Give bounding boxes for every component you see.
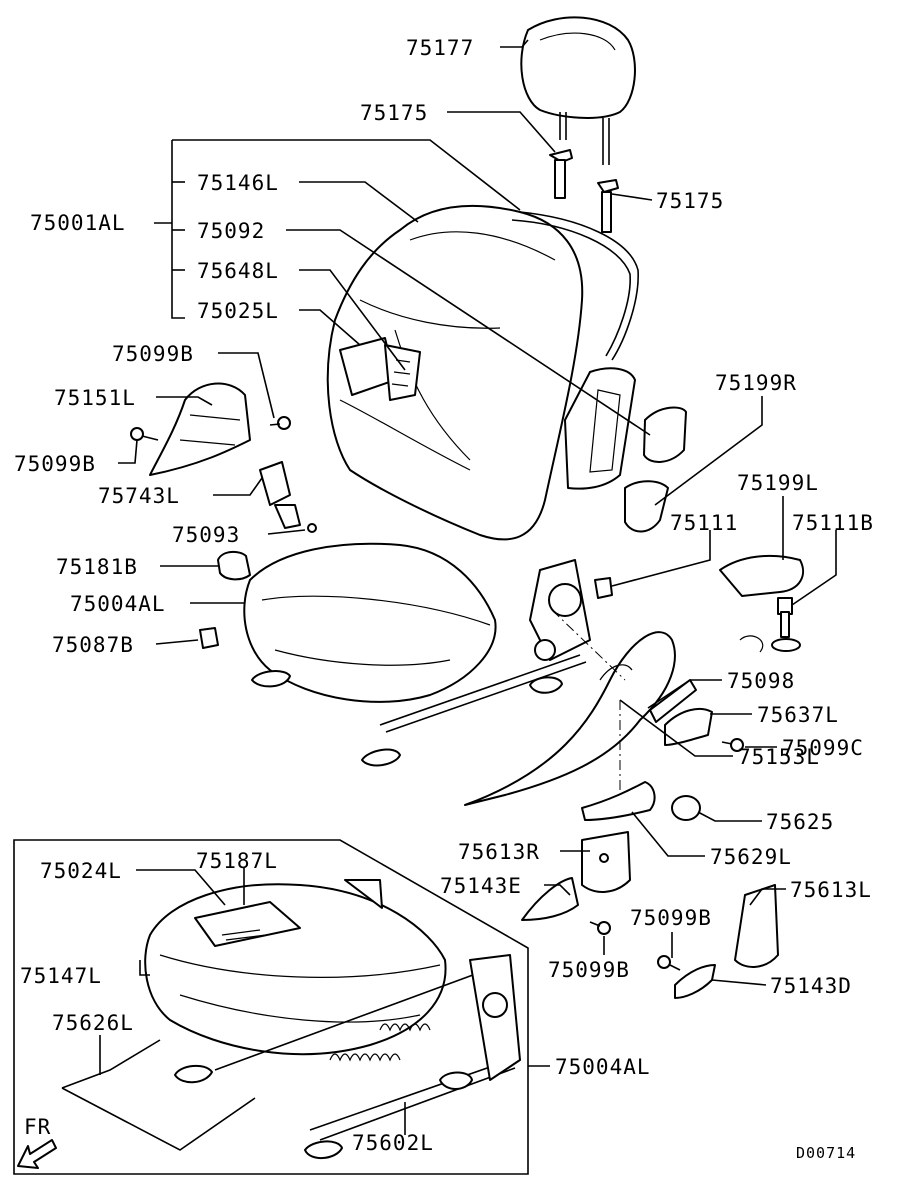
seatback-drawing xyxy=(326,204,687,541)
callout-c11: 75099B xyxy=(14,452,96,476)
callout-c26: 75613R xyxy=(458,840,540,864)
callout-c31: 75613L xyxy=(790,878,872,902)
callout-c5: 75001AL xyxy=(30,211,126,235)
callout-c20: 75087B xyxy=(52,633,134,657)
callout-c32: 75099B xyxy=(630,906,712,930)
callout-c21: 75098 xyxy=(727,669,795,693)
callout-c30: 75143E xyxy=(440,874,522,898)
callout-c38: 75602L xyxy=(352,1131,434,1155)
callout-c1: 75177 xyxy=(406,36,474,60)
callout-c37: 75004AL xyxy=(555,1055,651,1079)
callout-c12: 75199R xyxy=(715,371,797,395)
callout-c10: 75151L xyxy=(54,386,136,410)
side-trim-drawing xyxy=(130,382,317,649)
callout-c9: 75099B xyxy=(112,342,194,366)
callout-c2: 75175 xyxy=(360,101,428,125)
side-shield-drawing xyxy=(464,609,744,820)
callout-c25: 75625 xyxy=(766,810,834,834)
callout-labels: 75177 75175 75175 75146L 75001AL 75092 7… xyxy=(14,36,874,1162)
callout-c33: 75147L xyxy=(20,964,102,988)
callout-c13: 75743L xyxy=(98,484,180,508)
callout-c29: 75187L xyxy=(196,849,278,873)
callout-c27: 75629L xyxy=(710,845,792,869)
callout-c36: 75626L xyxy=(52,1011,134,1035)
callout-c19: 75004AL xyxy=(70,592,166,616)
callout-c14: 75199L xyxy=(737,471,819,495)
callout-c24: 75153L xyxy=(738,745,820,769)
lower-parts-drawing xyxy=(521,781,779,999)
callout-c22: 75637L xyxy=(757,703,839,727)
callout-c35: 75143D xyxy=(770,974,852,998)
callout-c7: 75648L xyxy=(197,259,279,283)
callout-c3: 75175 xyxy=(656,189,724,213)
diagram-code: D00714 xyxy=(796,1144,856,1162)
seat-cushion-drawing xyxy=(243,542,805,767)
callout-c34: 75099B xyxy=(548,958,630,982)
callout-c4: 75146L xyxy=(197,171,279,195)
callout-c17: 75111B xyxy=(792,511,874,535)
callout-c28: 75024L xyxy=(40,859,122,883)
callout-c6: 75092 xyxy=(197,219,265,243)
headrest-drawing xyxy=(520,16,636,233)
callout-c23: 75099C xyxy=(782,736,864,760)
callout-c8: 75025L xyxy=(197,299,279,323)
callout-c18: 75181B xyxy=(56,555,138,579)
front-direction-arrow xyxy=(17,1139,57,1169)
callout-c16: 75111 xyxy=(670,511,738,535)
leader-lines xyxy=(99,39,837,1135)
direction-label: FR xyxy=(24,1115,51,1139)
callout-c15: 75093 xyxy=(172,523,240,547)
inset-box xyxy=(13,839,529,1175)
